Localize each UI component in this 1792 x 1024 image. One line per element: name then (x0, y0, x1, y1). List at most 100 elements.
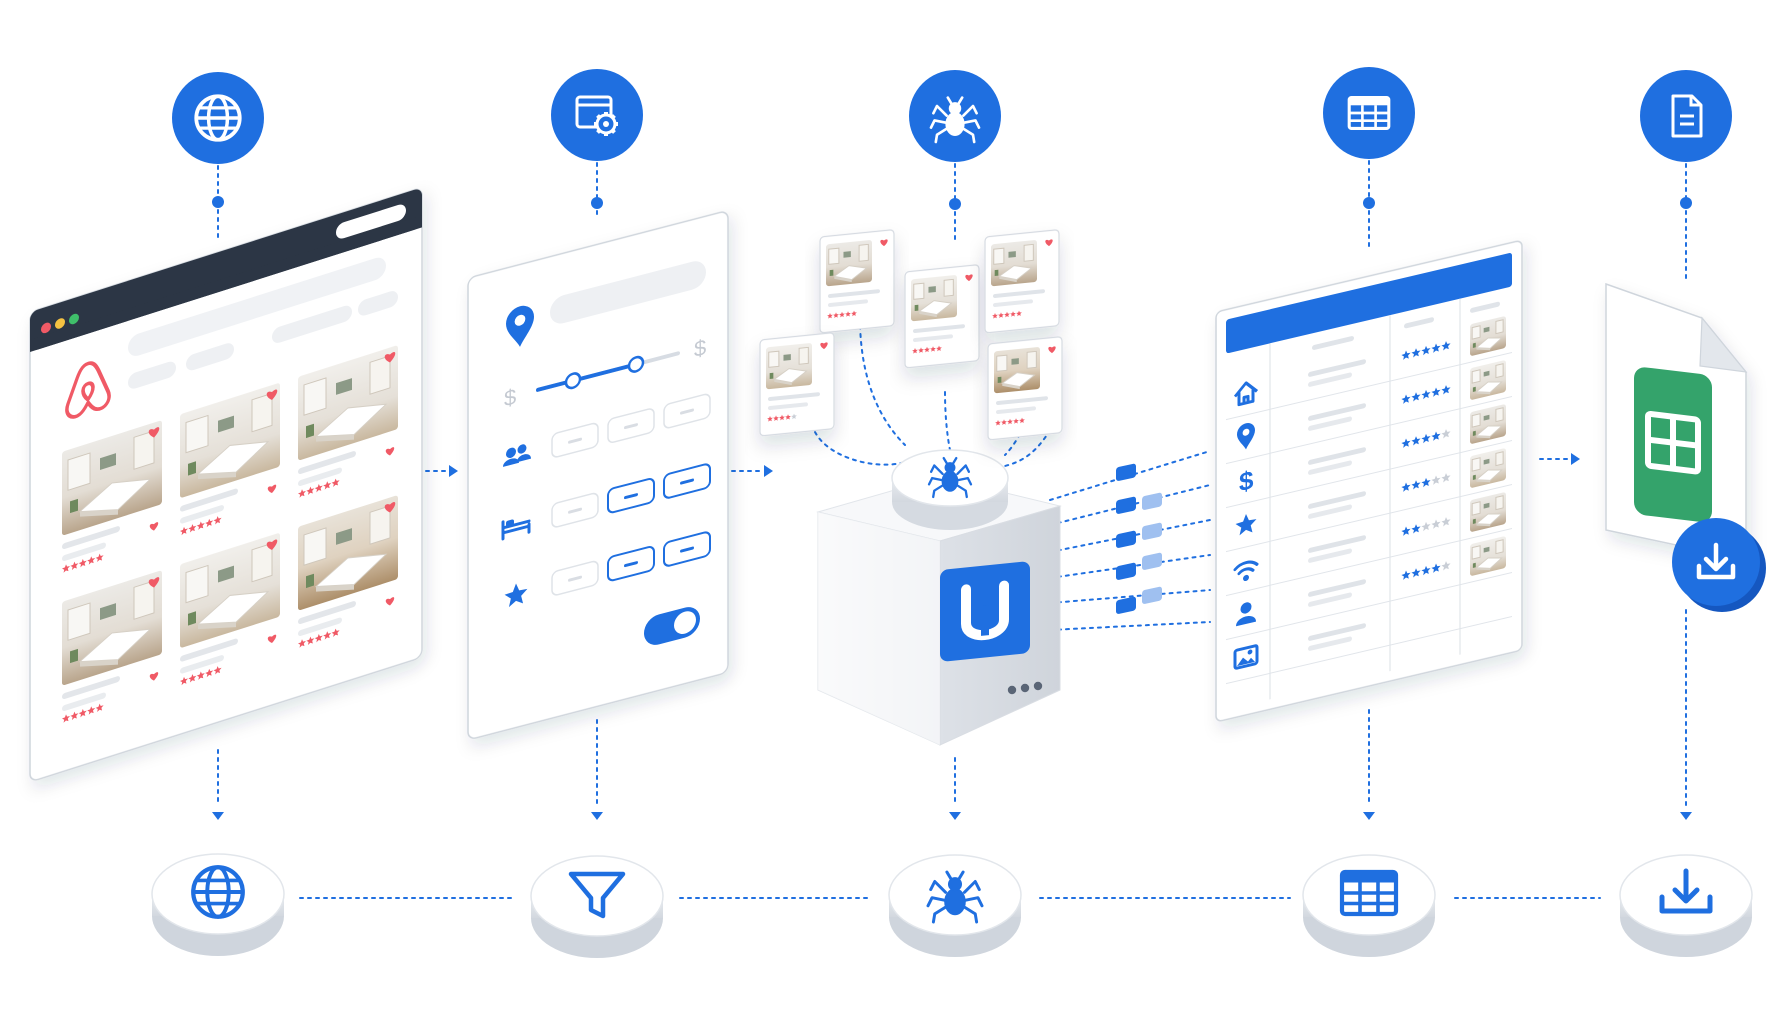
wall-art (783, 354, 790, 361)
file-corner (1700, 318, 1746, 372)
spider-puck (892, 450, 1008, 530)
data-packet (1142, 492, 1162, 510)
connector-dot (591, 197, 603, 209)
top-icon-export (1640, 70, 1732, 162)
spreadsheet-file (1606, 284, 1746, 560)
puck-top (531, 856, 663, 936)
arrow-right-icon (449, 465, 458, 477)
bottom-step-pucks (152, 854, 1752, 958)
engine-logo (940, 561, 1030, 662)
listing-photo (826, 240, 872, 287)
window-shape (997, 355, 1007, 371)
window-shape (799, 347, 808, 364)
bottom-puck-export (1620, 855, 1752, 957)
wall-art (843, 251, 850, 258)
filter-panel-frame: $$ (468, 210, 728, 740)
window-shape (68, 603, 90, 640)
window-shape (134, 431, 154, 469)
window-shape (859, 244, 868, 261)
data-packet (1116, 562, 1136, 580)
connector-dot (949, 198, 961, 210)
arrow-down-icon (1363, 812, 1375, 820)
data-table-panel: $ (1216, 240, 1522, 722)
filter-panel: $$ (468, 210, 728, 740)
window-shape (252, 543, 272, 581)
bottom-puck-scrape (889, 855, 1021, 957)
listing-photo (766, 343, 812, 390)
window-shape (994, 248, 1004, 264)
scraped-listing-card (760, 333, 834, 436)
window-shape (304, 378, 326, 415)
window-shape (1472, 458, 1480, 471)
window-shape (769, 351, 779, 367)
window-shape (1496, 540, 1503, 554)
dotted-connector (1050, 622, 1210, 630)
window-shape (1496, 408, 1503, 422)
connector-dot (1363, 197, 1375, 209)
top-icon-browse (172, 72, 264, 164)
window-shape (1472, 326, 1480, 339)
window-shape (1027, 351, 1036, 368)
window-shape (1472, 546, 1480, 559)
listing-photo (991, 240, 1037, 287)
connector-dot (1680, 197, 1692, 209)
wall-art (1011, 358, 1018, 365)
dotted-connector (945, 392, 950, 450)
window-shape (829, 248, 839, 264)
scraped-listing-card (820, 230, 894, 333)
top-icon-table (1323, 67, 1415, 159)
puck-top (1303, 855, 1435, 935)
browser-frame (30, 187, 422, 782)
arrow-down-icon (212, 812, 224, 820)
plant (995, 270, 999, 276)
listing-photo (911, 275, 957, 322)
window-shape (1496, 364, 1503, 378)
plant (1473, 343, 1476, 348)
scraper-engine (760, 230, 1062, 745)
scraped-listing-card (988, 337, 1062, 440)
table-frame: $ (1216, 240, 1522, 722)
top-step-icons (172, 67, 1732, 164)
dollar-icon: $ (1239, 464, 1254, 497)
status-dot (1008, 686, 1016, 694)
window-shape (1024, 244, 1033, 261)
window-shape (1472, 414, 1480, 427)
scraped-listing-card (905, 265, 979, 368)
bottom-puck-filter (531, 856, 663, 958)
window-shape (944, 279, 953, 296)
data-packet (1116, 463, 1136, 481)
window-shape (914, 283, 924, 299)
window-shape (1472, 370, 1480, 383)
connector-dot (212, 196, 224, 208)
data-packet (1116, 530, 1136, 548)
arrow-down-icon (949, 812, 961, 820)
window-shape (1472, 502, 1480, 515)
top-icon-filter (551, 69, 643, 161)
dotted-connector (815, 432, 905, 465)
window-shape (68, 453, 90, 490)
bottom-puck-table (1303, 855, 1435, 957)
plant (1473, 519, 1476, 524)
bottom-puck-browse (152, 854, 284, 956)
window-shape (1496, 496, 1503, 510)
window-shape (370, 356, 390, 394)
window-shape (304, 528, 326, 565)
window-shape (370, 506, 390, 544)
window-shape (134, 581, 154, 619)
svg-text:$: $ (1239, 464, 1254, 497)
arrow-down-icon (591, 812, 603, 820)
arrow-down-icon (1680, 812, 1692, 820)
plant (830, 270, 834, 276)
data-packet (1142, 552, 1162, 570)
window-shape (252, 393, 272, 431)
plant (770, 373, 774, 379)
currency-symbol: $ (504, 384, 517, 412)
top-icon-scrape (909, 70, 1001, 162)
data-packet (1116, 596, 1136, 614)
window-shape (1496, 320, 1503, 334)
dotted-connector (860, 318, 905, 445)
plant (1473, 563, 1476, 568)
spreadsheet-icon (1634, 366, 1712, 523)
